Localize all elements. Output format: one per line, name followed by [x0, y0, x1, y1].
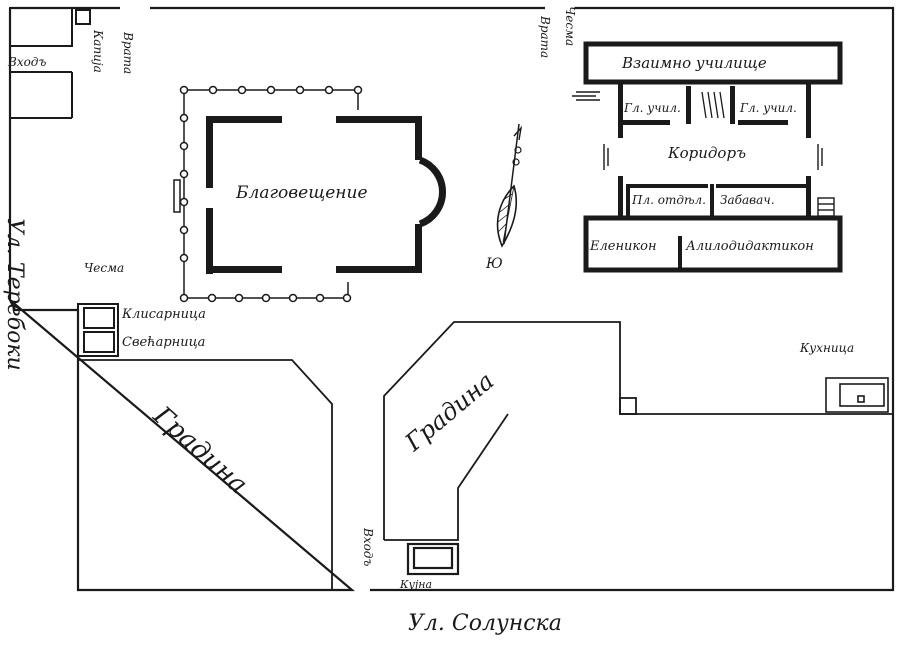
kitchen-right — [825, 377, 889, 413]
colonnade-column-icon — [315, 293, 325, 303]
label-street-bottom: Ул. Солунска — [408, 611, 562, 636]
colonnade-column-icon — [179, 141, 189, 151]
colonnade-column-icon — [266, 85, 276, 95]
label-street-left: Ул. Теребоки — [2, 218, 27, 371]
top-left-annex — [9, 7, 91, 119]
label-vrata-right: Врата — [538, 15, 552, 58]
colonnade-column-icon — [208, 85, 218, 95]
colonnade-column-icon — [179, 253, 189, 263]
colonnade-column-icon — [179, 113, 189, 123]
label-gradina-right: Градина — [399, 367, 499, 457]
garden-right — [383, 321, 893, 541]
north-arrow-icon: Ю — [485, 123, 523, 272]
label-gl-uchil-1: Гл. учил. — [623, 101, 681, 115]
label-vrata-left: Врата — [121, 31, 135, 74]
label-pl-otdel: Пл. отдѣл. — [631, 193, 706, 207]
label-north: Ю — [485, 256, 503, 272]
label-vhod-bottom: Входъ — [361, 527, 375, 566]
colonnade-column-icon — [342, 293, 352, 303]
label-gradina-left: Градина — [147, 400, 253, 500]
colonnade-column-icon — [295, 85, 305, 95]
colonnade-column-icon — [179, 293, 189, 303]
label-svecharnica: Свећарница — [122, 335, 205, 350]
colonnade-column-icon — [234, 293, 244, 303]
school-building: Взаимно училище Гл. учил. Гл. учил. Кори… — [572, 41, 843, 273]
label-kujna: Кујна — [399, 578, 432, 591]
colonnade-column-icon — [179, 169, 189, 179]
label-klisarnica: Клисарница — [121, 307, 206, 322]
label-gl-uchil-2: Гл. учил. — [739, 101, 797, 115]
colonnade-column-icon — [179, 225, 189, 235]
label-elenikon: Еленикон — [589, 239, 657, 254]
label-school: Взаимно училище — [621, 54, 767, 72]
colonnade-column-icon — [173, 179, 181, 213]
colonnade-column-icon — [207, 293, 217, 303]
church-colonnade — [173, 85, 363, 303]
label-kuhnica: Кухница — [799, 341, 854, 355]
label-vhod-top: Входъ — [7, 55, 46, 69]
small-rooms-left — [77, 303, 119, 357]
garden-left — [78, 359, 333, 590]
colonnade-column-icon — [237, 85, 247, 95]
outer-boundary — [8, 6, 895, 592]
kitchen-bottom — [406, 542, 460, 576]
colonnade-column-icon — [179, 197, 189, 207]
label-koridor: Коридоръ — [667, 144, 746, 162]
colonnade-column-icon — [179, 85, 189, 95]
label-zabavach: Забавач. — [720, 193, 775, 207]
colonnade-column-icon — [288, 293, 298, 303]
label-chesma-top: Чесма — [563, 6, 577, 46]
colonnade-column-icon — [261, 293, 271, 303]
colonnade-column-icon — [353, 85, 363, 95]
label-blagoveshtenie: Благовещение — [235, 183, 368, 203]
label-chesma-left: Чесма — [84, 261, 124, 275]
label-alilodidaktikon: Алилодидактикон — [685, 239, 814, 254]
church-blagoveshtenie: Благовещение — [206, 116, 447, 274]
label-kapija: Капија — [91, 29, 105, 73]
colonnade-column-icon — [324, 85, 334, 95]
